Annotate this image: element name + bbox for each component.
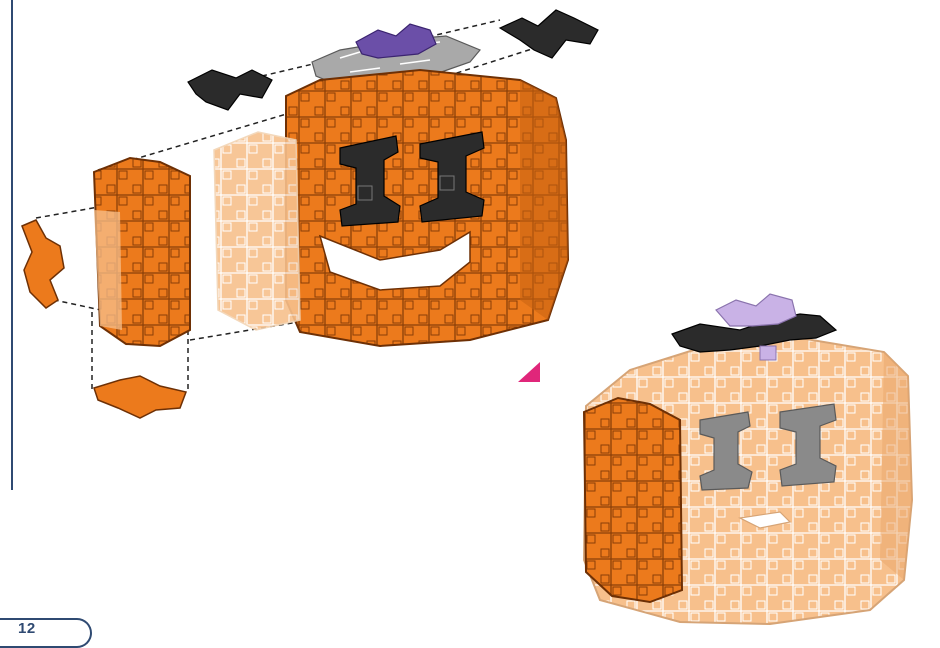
assembled-stem-base	[760, 346, 776, 360]
black-leaf-left	[188, 70, 272, 110]
orange-piece-left	[22, 220, 64, 308]
pumpkin-exploded-assembly	[22, 10, 598, 418]
orange-piece-bottom	[94, 376, 186, 418]
page-number-tab: 12	[0, 618, 92, 648]
black-leaf-right	[500, 10, 598, 58]
next-step-arrow	[518, 362, 540, 382]
ghost-left-panel	[214, 132, 300, 330]
pumpkin-assembled	[584, 294, 912, 624]
assembled-purple-stem	[716, 294, 796, 326]
page-number: 12	[18, 620, 36, 637]
orange-side-panel	[94, 158, 190, 346]
assembled-orange-panel	[584, 398, 682, 602]
